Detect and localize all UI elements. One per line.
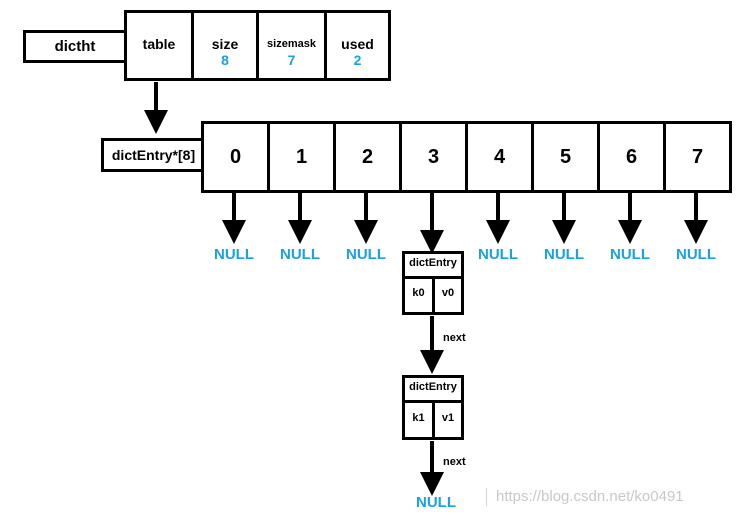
slot-3: 3 bbox=[399, 121, 468, 193]
slot-2: 2 bbox=[333, 121, 402, 193]
slot-index: 2 bbox=[361, 146, 374, 168]
field-name-table: table bbox=[142, 36, 176, 52]
dict-entry-1: dictEntry k1 v1 bbox=[402, 375, 464, 440]
slot-index: 1 bbox=[295, 146, 308, 168]
field-value-used: 2 bbox=[353, 52, 362, 68]
slot-6: 6 bbox=[597, 121, 666, 193]
field-name-used: used bbox=[341, 36, 374, 52]
field-name-size: size bbox=[211, 36, 239, 52]
dict-entry-kv-divider bbox=[432, 276, 435, 312]
dict-entry-0: dictEntry k0 v0 bbox=[402, 251, 464, 315]
null-label-chain-end: NULL bbox=[416, 494, 456, 511]
dict-entry-kv-divider bbox=[432, 400, 435, 437]
dict-entry-key: k1 bbox=[412, 412, 425, 424]
null-label-slot-4: NULL bbox=[478, 246, 518, 263]
table-type-label-box: dictEntry*[8] bbox=[101, 138, 206, 172]
watermark-divider bbox=[486, 488, 487, 506]
null-label-slot-1: NULL bbox=[280, 246, 320, 263]
null-label-slot-6: NULL bbox=[610, 246, 650, 263]
null-label-slot-0: NULL bbox=[214, 246, 254, 263]
dictht-label-box: dictht bbox=[23, 30, 127, 63]
dict-entry-value: v1 bbox=[441, 412, 455, 424]
dict-entry-title: dictEntry bbox=[409, 257, 457, 269]
null-label-slot-5: NULL bbox=[544, 246, 584, 263]
slot-index: 6 bbox=[625, 146, 638, 168]
slot-index: 4 bbox=[493, 146, 506, 168]
dictht-field-size: size 8 bbox=[191, 10, 259, 81]
dictht-field-sizemask: sizemask 7 bbox=[256, 10, 327, 81]
slot-7: 7 bbox=[663, 121, 732, 193]
slot-1: 1 bbox=[267, 121, 336, 193]
dictht-label: dictht bbox=[54, 38, 96, 55]
dict-entry-value: v0 bbox=[441, 287, 455, 299]
field-name-sizemask: sizemask bbox=[267, 38, 316, 50]
next-label-1: next bbox=[443, 456, 466, 468]
null-label-slot-7: NULL bbox=[676, 246, 716, 263]
field-value-size: 8 bbox=[221, 52, 229, 68]
slot-5: 5 bbox=[531, 121, 600, 193]
next-label-0: next bbox=[443, 332, 466, 344]
dictht-field-table: table bbox=[124, 10, 194, 81]
dict-entry-key: k0 bbox=[412, 287, 425, 299]
watermark: https://blog.csdn.net/ko0491 bbox=[496, 488, 684, 505]
field-value-sizemask: 7 bbox=[287, 52, 296, 68]
slot-4: 4 bbox=[465, 121, 534, 193]
null-label-slot-2: NULL bbox=[346, 246, 386, 263]
slot-index: 7 bbox=[691, 146, 704, 168]
slot-index: 0 bbox=[229, 146, 242, 168]
slot-index: 5 bbox=[559, 146, 572, 168]
slot-0: 0 bbox=[201, 121, 270, 193]
dict-entry-title: dictEntry bbox=[409, 381, 457, 393]
slot-index: 3 bbox=[427, 146, 440, 168]
dictht-field-used: used 2 bbox=[324, 10, 391, 81]
table-type-label: dictEntry*[8] bbox=[111, 147, 196, 163]
